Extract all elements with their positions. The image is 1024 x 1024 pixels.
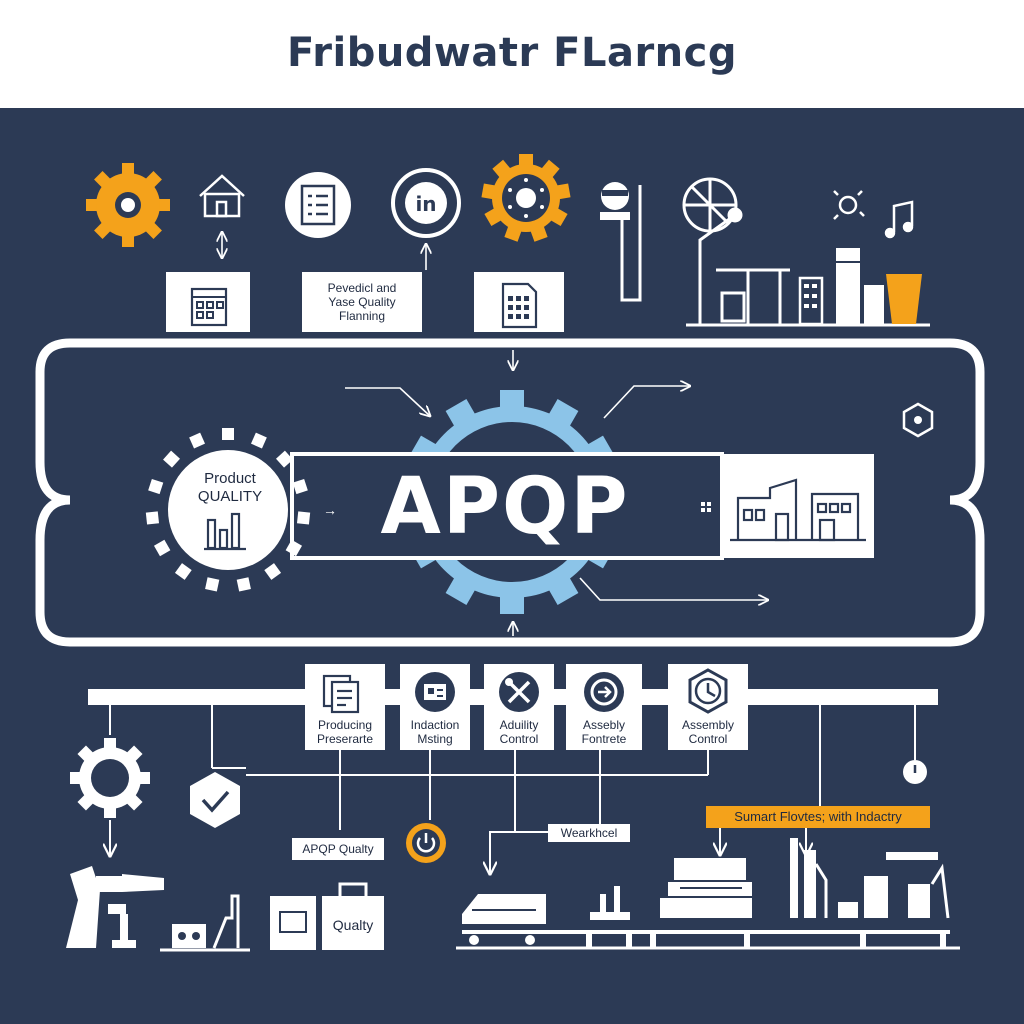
checklist-icon bbox=[285, 172, 351, 238]
product-quality-label: Product QUALITY bbox=[172, 470, 288, 506]
small-gear-icon bbox=[833, 190, 865, 220]
connector-arrow bbox=[345, 387, 430, 416]
monitor-icon bbox=[270, 896, 316, 950]
documents-icon bbox=[322, 674, 360, 714]
check-hexagon-icon bbox=[190, 772, 240, 828]
tools-icon bbox=[499, 672, 539, 712]
label-line: Product bbox=[204, 470, 256, 487]
label-line: Yase Quality bbox=[328, 295, 396, 309]
clock-icon bbox=[688, 668, 728, 714]
gear-icon bbox=[481, 154, 571, 242]
gear-icon bbox=[86, 163, 170, 247]
label-line: Indaction bbox=[410, 718, 460, 732]
label-line: Assembly bbox=[681, 718, 734, 732]
label-line: Control bbox=[499, 732, 539, 746]
grid-dots-icon bbox=[701, 502, 711, 512]
top-box-planning-label: Pevedicl and Yase Quality Flanning bbox=[302, 281, 422, 323]
arrow-circle-icon bbox=[584, 672, 624, 712]
bottom-box-1-label: Producing Preserarte bbox=[305, 718, 385, 746]
warehouse-tag: Wearkhcel bbox=[548, 824, 630, 842]
info-icon: in bbox=[391, 168, 461, 238]
hex-nut-icon bbox=[902, 402, 934, 438]
bottom-box-2-label: Indaction Msting bbox=[400, 718, 470, 746]
label-line: Pevedicl and bbox=[327, 281, 397, 295]
label-line: Control bbox=[688, 732, 728, 746]
label-line: Msting bbox=[417, 732, 453, 746]
bottom-box-3-label: Aduility Control bbox=[484, 718, 554, 746]
factory-machines-icon bbox=[586, 838, 950, 948]
label-line: Assebly bbox=[582, 718, 626, 732]
bottom-box-5-label: Assembly Control bbox=[668, 718, 748, 746]
process-loop bbox=[35, 338, 985, 647]
machine-icon bbox=[160, 894, 250, 952]
music-note-icon bbox=[884, 200, 914, 239]
bottom-box-4-label: Assebly Fontrete bbox=[566, 718, 642, 746]
label-line: Preserarte bbox=[316, 732, 374, 746]
top-box-calendar bbox=[166, 272, 250, 332]
arrow-glyph: → bbox=[323, 502, 337, 518]
smart-factory-tag: Sumart Flovtes; with Indactry bbox=[706, 806, 930, 828]
worker-icon bbox=[600, 182, 642, 302]
label-line: Aduility bbox=[499, 718, 539, 732]
robot-arm-icon bbox=[66, 866, 164, 948]
svg-text:in: in bbox=[415, 192, 436, 216]
label-line: Fontrete bbox=[581, 732, 627, 746]
server-icon bbox=[798, 248, 922, 326]
id-card-icon bbox=[415, 672, 455, 712]
apqp-band bbox=[290, 452, 724, 560]
quality-bag-icon bbox=[322, 882, 384, 950]
bar-chart-icon bbox=[204, 512, 246, 551]
gear-icon bbox=[70, 738, 150, 818]
timer-icon bbox=[903, 760, 927, 784]
house-icon bbox=[199, 174, 245, 218]
top-box-planning bbox=[302, 272, 422, 332]
connector-arrow bbox=[579, 577, 768, 600]
connector-arrow bbox=[603, 386, 690, 419]
factory-icon bbox=[730, 478, 866, 542]
conveyor-icon bbox=[456, 894, 960, 950]
apqp-quality-tag: APQP Qualty bbox=[292, 838, 384, 860]
quality-tag: Qualty bbox=[332, 917, 374, 933]
label-line: QUALITY bbox=[197, 488, 263, 505]
factory-box bbox=[722, 454, 874, 558]
page-title: Fribudwatr FLarncg bbox=[286, 30, 737, 76]
label-line: Producing bbox=[317, 718, 373, 732]
power-icon bbox=[406, 823, 446, 863]
label-line: Flanning bbox=[338, 309, 386, 323]
top-box-document bbox=[474, 272, 564, 332]
product-quality-ring bbox=[145, 428, 311, 592]
apqp-label: APQP bbox=[380, 462, 630, 552]
